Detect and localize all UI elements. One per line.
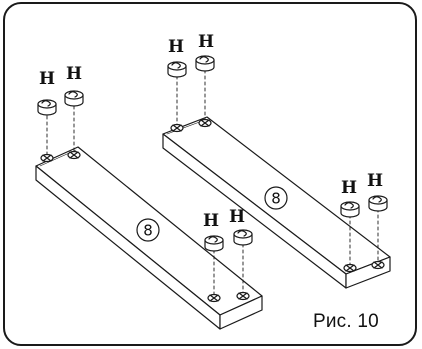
fitting-label: H <box>203 211 219 231</box>
hole-mark <box>67 150 81 160</box>
fittings <box>37 55 388 252</box>
board-holes <box>40 118 385 303</box>
fitting-label: H <box>341 178 357 198</box>
fitting-icon <box>37 99 57 116</box>
board-number: 8 <box>143 222 153 240</box>
hole-mark <box>343 263 357 273</box>
hole-mark <box>198 118 212 128</box>
fitting-label: H <box>39 69 55 89</box>
fitting-label: H <box>198 32 214 52</box>
figure-caption: Рис. 10 <box>313 311 379 332</box>
guide-lines <box>46 69 379 296</box>
hole-mark <box>170 123 184 133</box>
hole-mark <box>236 291 250 301</box>
hole-mark <box>371 260 385 270</box>
fitting-icon <box>64 90 84 107</box>
board-badge-right: 8 <box>264 186 288 210</box>
hole-mark <box>40 153 54 163</box>
board-badge-left: 8 <box>136 218 160 242</box>
fitting-label: H <box>168 37 184 57</box>
fitting-icon <box>195 55 215 72</box>
fitting-icon <box>340 201 360 218</box>
fitting-icon <box>233 229 253 246</box>
fitting-label: H <box>229 207 245 227</box>
fitting-labels: H H H H H H H H <box>39 32 383 231</box>
fitting-icon <box>368 195 388 212</box>
fitting-icon <box>204 235 224 252</box>
hole-mark <box>207 293 221 303</box>
fitting-label: H <box>367 171 383 191</box>
fitting-icon <box>167 61 187 78</box>
fitting-label: H <box>66 64 82 84</box>
board-number: 8 <box>271 190 281 208</box>
